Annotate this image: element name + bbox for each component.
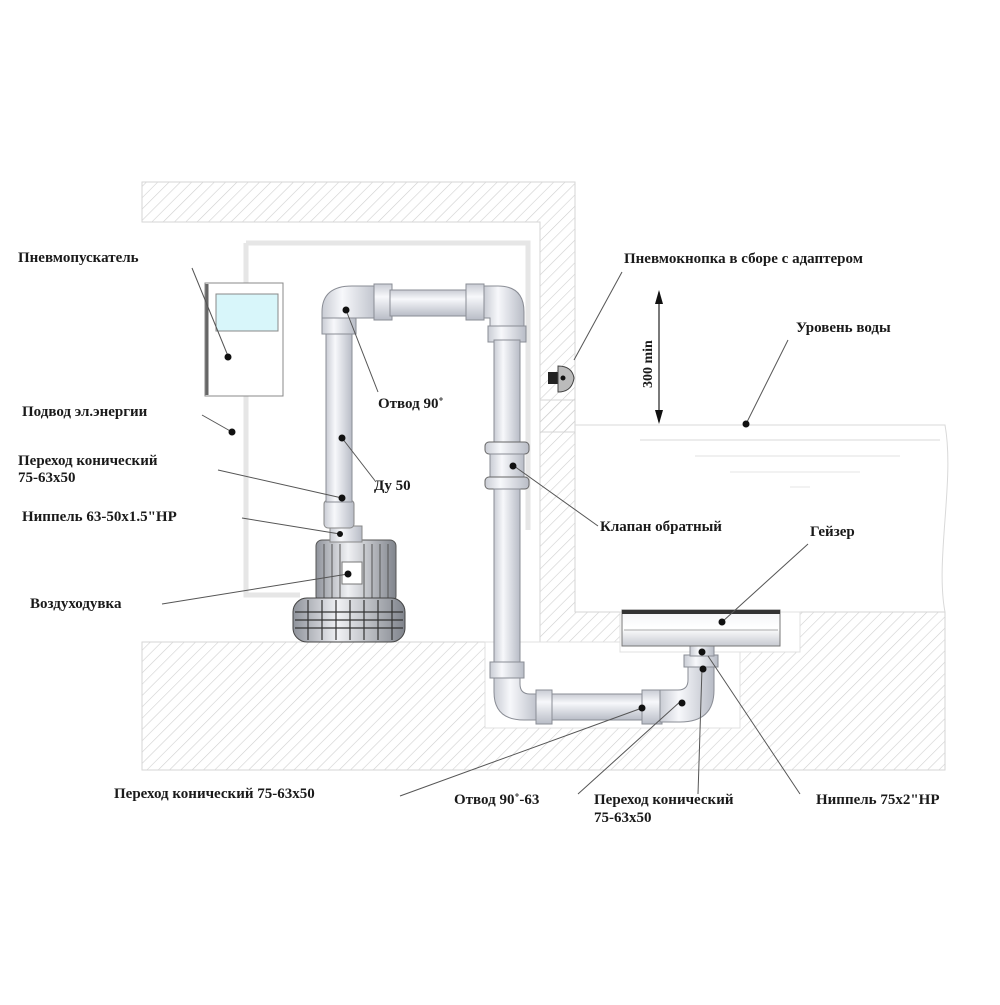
label-elbow-90-top: Отвод 90˚ — [378, 396, 444, 412]
check-valve — [484, 441, 530, 490]
label-geyser: Гейзер — [810, 524, 855, 540]
label-reducer-bottom2-line1: Переход конический — [594, 792, 734, 808]
pneumatic-starter-box — [204, 282, 284, 397]
label-pneumatic-starter: Пневмопускатель — [18, 250, 139, 266]
label-pneumatic-button: Пневмокнопка в сборе с адаптером — [624, 251, 863, 267]
label-power-supply: Подвод эл.энергии — [22, 404, 148, 420]
pool-structure — [141, 181, 949, 771]
label-check-valve: Клапан обратный — [600, 519, 722, 535]
label-nipple-left: Ниппель 63-50x1.5"НР — [22, 509, 177, 525]
pool-water-outline — [575, 424, 949, 613]
reducer-left — [323, 499, 355, 529]
label-blower: Воздуходувка — [30, 596, 122, 612]
label-nipple-bottom: Ниппель 75x2"НР — [816, 792, 940, 808]
starter-screen — [215, 293, 279, 332]
leader-lines — [161, 267, 809, 797]
label-reducer-bottom: Переход конический 75-63x50 — [114, 786, 315, 802]
label-elbow-90-63: Отвод 90˚-63 — [454, 792, 540, 808]
geyser — [621, 609, 781, 647]
dimension-label: 300 min — [641, 340, 656, 388]
label-reducer-left-line2: 75-63x50 — [18, 470, 76, 486]
label-water-level: Уровень воды — [796, 320, 891, 336]
dimension-300-min: 300 min — [641, 290, 663, 424]
label-dn50: Ду 50 — [374, 478, 411, 494]
blower — [292, 499, 406, 643]
label-reducer-bottom2-line2: 75-63x50 — [594, 810, 652, 826]
label-reducer-left-line1: Переход конический — [18, 453, 158, 469]
pneumatic-button — [548, 365, 575, 393]
leader-dots — [224, 306, 750, 712]
